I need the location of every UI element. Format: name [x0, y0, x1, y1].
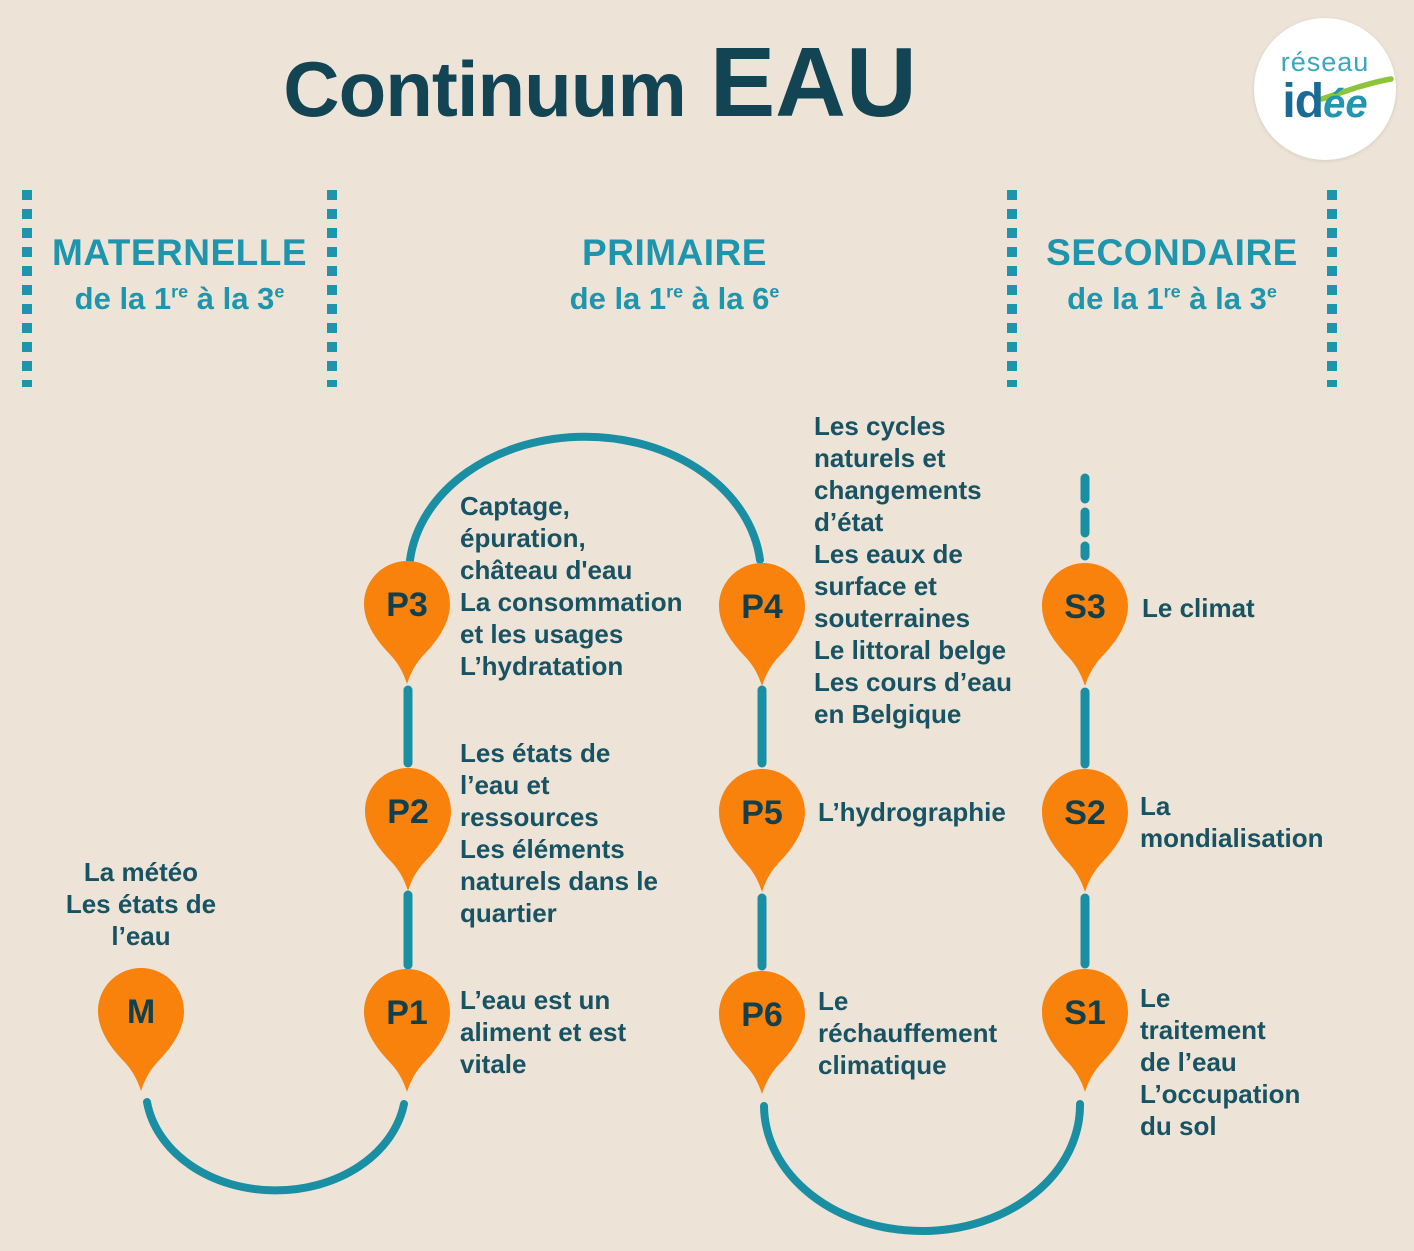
- pin-s3: S3: [1042, 563, 1128, 686]
- pin-label: S3: [1064, 588, 1106, 626]
- pin-p3: P3: [364, 561, 450, 684]
- logo-ee-text: ée: [1323, 82, 1368, 126]
- pin-shape: [719, 971, 805, 1094]
- pin-s2: S2: [1042, 769, 1128, 892]
- arc-m-p1: [143, 1098, 408, 1195]
- column-header-primaire: PRIMAIRE de la 1re à la 6e: [477, 232, 872, 317]
- label-p4: Les cycles naturels et changements d’éta…: [814, 411, 1012, 729]
- pin-shape: [1042, 769, 1128, 892]
- page-title: Continuum EAU: [0, 26, 1200, 139]
- column-title: MATERNELLE: [51, 232, 308, 273]
- pin-label: S2: [1064, 794, 1106, 832]
- dotted-divider-prim-sec: [1007, 190, 1017, 387]
- label-p5: L’hydrographie: [818, 797, 1006, 827]
- dotted-divider-right: [1327, 190, 1337, 387]
- label-p3: Captage, épuration, château d'eau La con…: [460, 491, 683, 681]
- pin-shape: [1042, 563, 1128, 686]
- label-m: La météo Les états de l’eau: [65, 857, 217, 951]
- label-p2: Les états de l’eau et ressources Les élé…: [460, 738, 658, 928]
- pin-shape: [719, 769, 805, 892]
- pin-p4: P4: [719, 563, 805, 686]
- column-subtitle: de la 1re à la 6e: [569, 281, 780, 316]
- pin-label: P6: [741, 996, 783, 1034]
- pin-s1: S1: [1042, 969, 1128, 1092]
- green-swoosh-icon: [1320, 76, 1394, 102]
- dotted-divider-left: [22, 190, 32, 387]
- pin-label: P4: [741, 588, 783, 626]
- reseau-idee-logo: réseau idée: [1254, 18, 1396, 160]
- pin-shape: [98, 968, 184, 1091]
- dotted-divider-mat-prim: [327, 190, 337, 387]
- pin-p6: P6: [719, 971, 805, 1094]
- pin-label: S1: [1064, 994, 1106, 1032]
- label-s3: Le climat: [1142, 593, 1255, 623]
- pin-p2: P2: [365, 768, 451, 891]
- pin-m: M: [98, 968, 184, 1091]
- column-subtitle: de la 1re à la 3e: [1067, 281, 1277, 316]
- column-subtitle: de la 1re à la 3e: [74, 281, 285, 316]
- label-p6: Le réchauffement climatique: [818, 986, 998, 1080]
- pin-shape: [364, 561, 450, 684]
- column-header-maternelle: MATERNELLE de la 1re à la 3e: [27, 232, 332, 317]
- pin-label: P3: [386, 586, 428, 624]
- pin-shape: [719, 563, 805, 686]
- pin-shape: [365, 768, 451, 891]
- label-p1: L’eau est un aliment et est vitale: [460, 985, 627, 1079]
- label-s2: La mondialisation: [1140, 791, 1324, 853]
- pin-p5: P5: [719, 769, 805, 892]
- logo-id-text: id: [1282, 75, 1324, 128]
- column-title: PRIMAIRE: [582, 232, 767, 273]
- title-text: Continuum: [283, 45, 687, 133]
- title-accent: EAU: [709, 27, 917, 137]
- logo-line2: idée: [1254, 74, 1396, 129]
- pin-label: P1: [386, 994, 428, 1032]
- pin-shape: [364, 969, 450, 1092]
- label-s1: Le traitement de l’eau L’occupation du s…: [1140, 983, 1301, 1141]
- pin-p1: P1: [364, 969, 450, 1092]
- pin-label: P2: [387, 793, 429, 831]
- arc-p3-p4: [406, 432, 764, 564]
- column-header-secondaire: SECONDAIRE de la 1re à la 3e: [1012, 232, 1332, 317]
- pin-label: M: [127, 993, 155, 1031]
- logo-line1: réseau: [1280, 47, 1370, 77]
- pin-label: P5: [741, 794, 783, 832]
- arc-p6-s1: [760, 1100, 1085, 1235]
- pin-shape: [1042, 969, 1128, 1092]
- column-title: SECONDAIRE: [1046, 232, 1298, 273]
